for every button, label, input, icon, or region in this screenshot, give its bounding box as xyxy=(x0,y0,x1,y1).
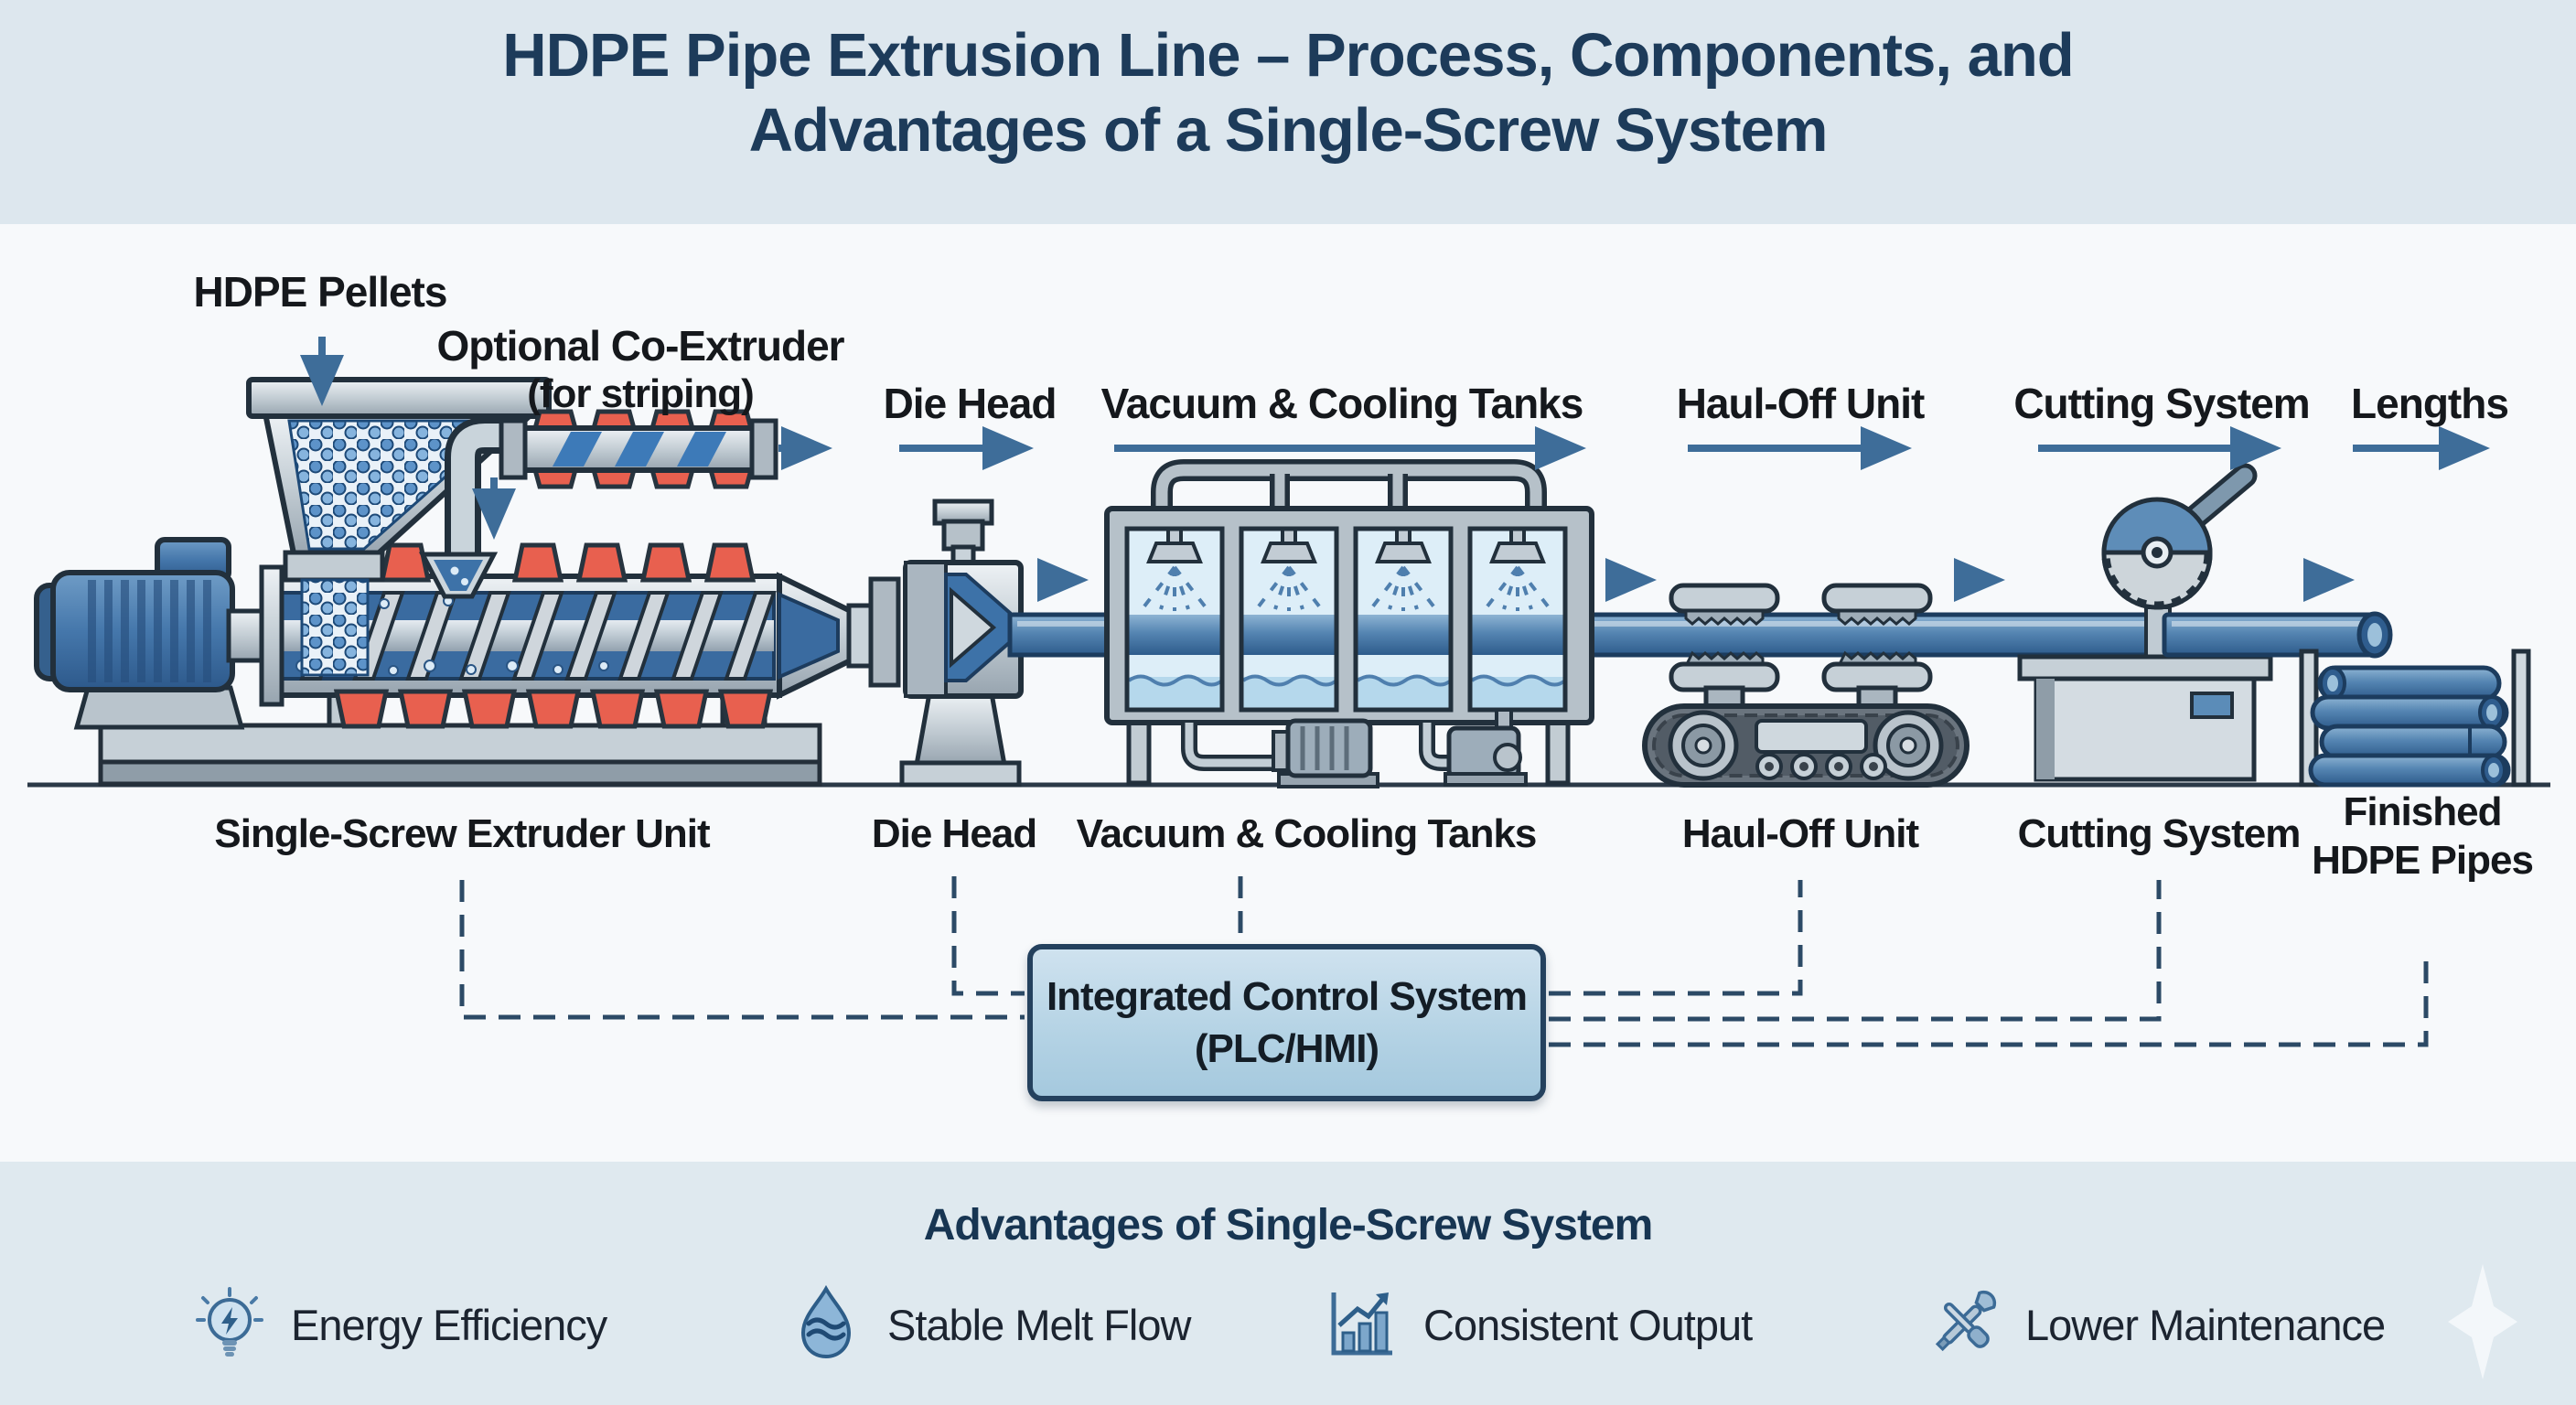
footer-band xyxy=(0,1162,2576,1405)
lightbulb-energy-icon xyxy=(192,1285,267,1365)
top-label-lengths: Lengths xyxy=(2351,380,2509,427)
integrated-control-system-box: Integrated Control System (PLC/HMI) xyxy=(1027,944,1546,1101)
extruder-barrel xyxy=(259,564,875,707)
advantages-heading: Advantages of Single-Screw System xyxy=(923,1201,1654,1249)
cut-pipe-piece xyxy=(2162,611,2393,659)
sparkle-decoration xyxy=(2448,1264,2517,1384)
advantage-label: Energy Efficiency xyxy=(291,1300,607,1349)
bottom-label-cutting-system: Cutting System xyxy=(2017,811,2302,856)
bottom-label-extruder-unit: Single-Screw Extruder Unit xyxy=(214,811,710,856)
advantage-label: Consistent Output xyxy=(1423,1300,1753,1349)
striping-stripes xyxy=(553,432,726,467)
top-label-cutting-system: Cutting System xyxy=(2013,380,2310,427)
pellet-hopper xyxy=(246,377,552,677)
pipe-through-tanks xyxy=(1127,615,1565,655)
tank-water xyxy=(1127,674,1567,710)
advantage-energy-efficiency: Energy Efficiency xyxy=(192,1286,607,1361)
advantage-label: Stable Melt Flow xyxy=(887,1300,1191,1349)
heater-bands xyxy=(333,542,774,729)
spray-nozzles xyxy=(1142,527,1551,611)
control-box-subtitle: (PLC/HMI) xyxy=(1194,1026,1379,1071)
advantage-consistent-output: Consistent Output xyxy=(1325,1288,1753,1361)
bottom-label-haul-off: Haul-Off Unit xyxy=(1681,811,1919,856)
header-band xyxy=(0,0,2576,224)
cutting-system-machine xyxy=(2017,463,2393,782)
advantage-stable-melt-flow: Stable Melt Flow xyxy=(789,1284,1191,1361)
page-title-line1: HDPE Pipe Extrusion Line – Process, Comp… xyxy=(502,21,2074,90)
top-label-hdpe-pellets: HDPE Pellets xyxy=(193,268,448,316)
bottom-label-die-head: Die Head xyxy=(871,811,1037,856)
vacuum-pumps xyxy=(1181,708,1528,788)
control-connectors xyxy=(459,876,2429,1047)
finished-pipes-rack xyxy=(2299,649,2531,788)
top-label-co-extruder: Optional Co-Extruder xyxy=(436,322,844,370)
water-drop-icon xyxy=(789,1284,864,1365)
advantage-lower-maintenance: Lower Maintenance xyxy=(1927,1288,2386,1361)
bar-chart-icon xyxy=(1325,1285,1400,1365)
stacked-pipes xyxy=(2308,665,2511,788)
top-label-cooling-tanks: Vacuum & Cooling Tanks xyxy=(1100,380,1584,427)
die-head-machine xyxy=(868,499,1024,788)
circular-saw xyxy=(2101,463,2258,610)
advantage-label: Lower Maintenance xyxy=(2025,1300,2386,1349)
top-label-co-extruder-sub: (for striping) xyxy=(527,371,755,416)
bottom-label-cooling-tanks: Vacuum & Cooling Tanks xyxy=(1076,811,1538,856)
extruder-base xyxy=(98,689,822,787)
extruder-motor xyxy=(34,537,268,730)
haul-off-unit xyxy=(1642,583,1970,788)
top-label-die-head: Die Head xyxy=(883,380,1057,427)
flow-arrows xyxy=(300,337,2490,602)
page-title-line2: Advantages of a Single-Screw System xyxy=(748,96,1829,165)
control-box-title: Integrated Control System xyxy=(1046,973,1528,1019)
crossed-tools-icon xyxy=(1927,1285,2002,1365)
bottom-label-finished-pipes: Finished HDPE Pipes xyxy=(2312,789,2534,883)
co-extruder xyxy=(418,409,778,599)
cooling-tanks xyxy=(1104,459,1594,788)
top-label-haul-off: Haul-Off Unit xyxy=(1676,380,1926,427)
